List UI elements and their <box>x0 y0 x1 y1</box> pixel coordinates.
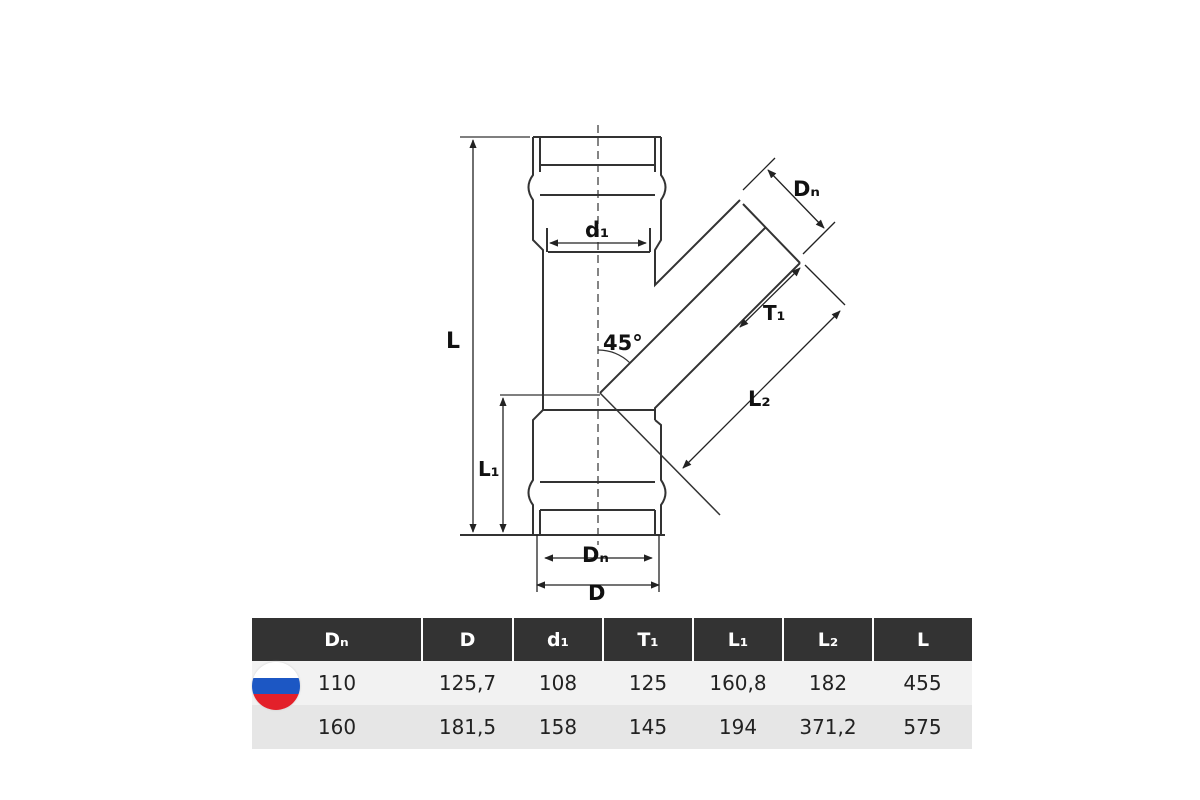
flag-stripe-red <box>252 694 300 710</box>
cell: 158 <box>513 705 603 749</box>
cell: 194 <box>693 705 783 749</box>
label-L1: L₁ <box>478 457 500 481</box>
table-row: 160 181,5 158 145 194 371,2 575 <box>252 705 972 749</box>
header-T1: T₁ <box>603 618 694 661</box>
russia-flag-icon <box>252 662 300 710</box>
header-D: D <box>422 618 514 661</box>
label-Dn-bottom: Dₙ <box>582 543 609 567</box>
label-Dn-branch: Dₙ <box>793 177 820 201</box>
label-d1: d₁ <box>585 218 609 242</box>
cell: 125 <box>603 661 693 705</box>
label-T1: T₁ <box>763 301 785 325</box>
cell: 125,7 <box>422 661 513 705</box>
cell: 182 <box>783 661 873 705</box>
header-d1: d₁ <box>513 618 604 661</box>
label-angle: 45° <box>603 331 643 355</box>
cell: 108 <box>513 661 603 705</box>
label-L: L <box>446 329 460 354</box>
label-L2: L₂ <box>748 387 771 411</box>
cell: 160 <box>252 705 422 749</box>
dimension-lines <box>469 139 846 592</box>
cell: 145 <box>603 705 693 749</box>
header-L1: L₁ <box>693 618 784 661</box>
cell: 455 <box>873 661 972 705</box>
flag-stripe-white <box>252 662 300 678</box>
cell: 160,8 <box>693 661 783 705</box>
table-row: 110 125,7 108 125 160,8 182 455 <box>252 661 972 705</box>
label-D: D <box>588 581 605 605</box>
dimensions-table: Dₙ D d₁ T₁ L₁ L₂ L 110 125,7 108 125 160… <box>252 618 972 749</box>
header-L: L <box>873 618 972 661</box>
cell: 181,5 <box>422 705 513 749</box>
cell: 371,2 <box>783 705 873 749</box>
table-header-row: Dₙ D d₁ T₁ L₁ L₂ L <box>252 618 972 661</box>
header-L2: L₂ <box>783 618 874 661</box>
header-Dn: Dₙ <box>252 618 423 661</box>
cell: 575 <box>873 705 972 749</box>
flag-stripe-blue <box>252 678 300 694</box>
